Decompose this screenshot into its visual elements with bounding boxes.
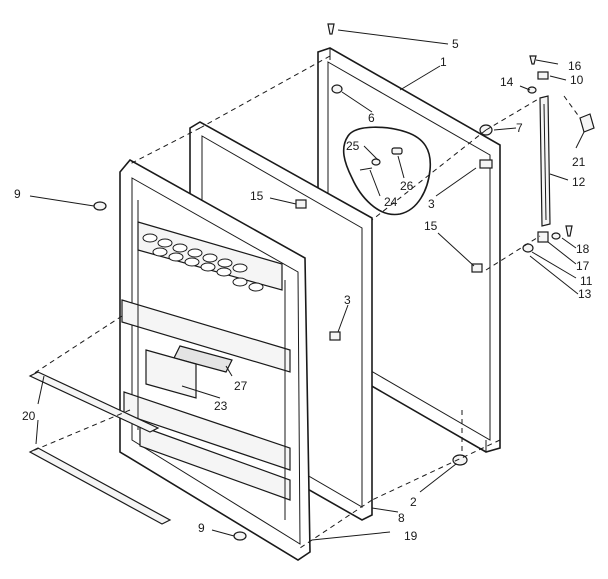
callout-labels: 1 2 3 3 5 6 7 8 9 9 10 11 12 13 14 15 15… <box>14 37 593 543</box>
callout-17: 17 <box>576 259 590 273</box>
callout-5: 5 <box>452 37 459 51</box>
small-parts <box>93 23 595 541</box>
callout-24: 24 <box>384 195 398 209</box>
callout-2: 2 <box>410 495 417 509</box>
callout-10: 10 <box>570 73 584 87</box>
callout-7: 7 <box>516 121 523 135</box>
callout-23: 23 <box>214 399 228 413</box>
hinge-bar <box>539 95 551 227</box>
insulation-patch <box>342 126 432 216</box>
door-liner <box>119 158 311 561</box>
callout-3-upper: 3 <box>428 197 435 211</box>
callout-18: 18 <box>576 242 590 256</box>
callout-11: 11 <box>580 274 593 288</box>
callout-19: 19 <box>404 529 418 543</box>
callout-27: 27 <box>234 379 248 393</box>
leader-lines <box>29 29 585 541</box>
alignment-lines <box>29 55 581 549</box>
callout-8: 8 <box>398 511 405 525</box>
callout-9-upper: 9 <box>14 187 21 201</box>
callout-15-lower: 15 <box>424 219 438 233</box>
callout-25: 25 <box>346 139 360 153</box>
callout-26: 26 <box>400 179 414 193</box>
callout-14: 14 <box>500 75 514 89</box>
callout-1: 1 <box>440 55 447 69</box>
callout-3-lower: 3 <box>344 293 351 307</box>
callout-15-upper: 15 <box>250 189 264 203</box>
callout-6: 6 <box>368 111 375 125</box>
callout-20: 20 <box>22 409 36 423</box>
callout-9-lower: 9 <box>198 521 205 535</box>
callout-13: 13 <box>578 287 592 301</box>
callout-21: 21 <box>572 155 586 169</box>
callout-12: 12 <box>572 175 586 189</box>
callout-16: 16 <box>568 59 582 73</box>
